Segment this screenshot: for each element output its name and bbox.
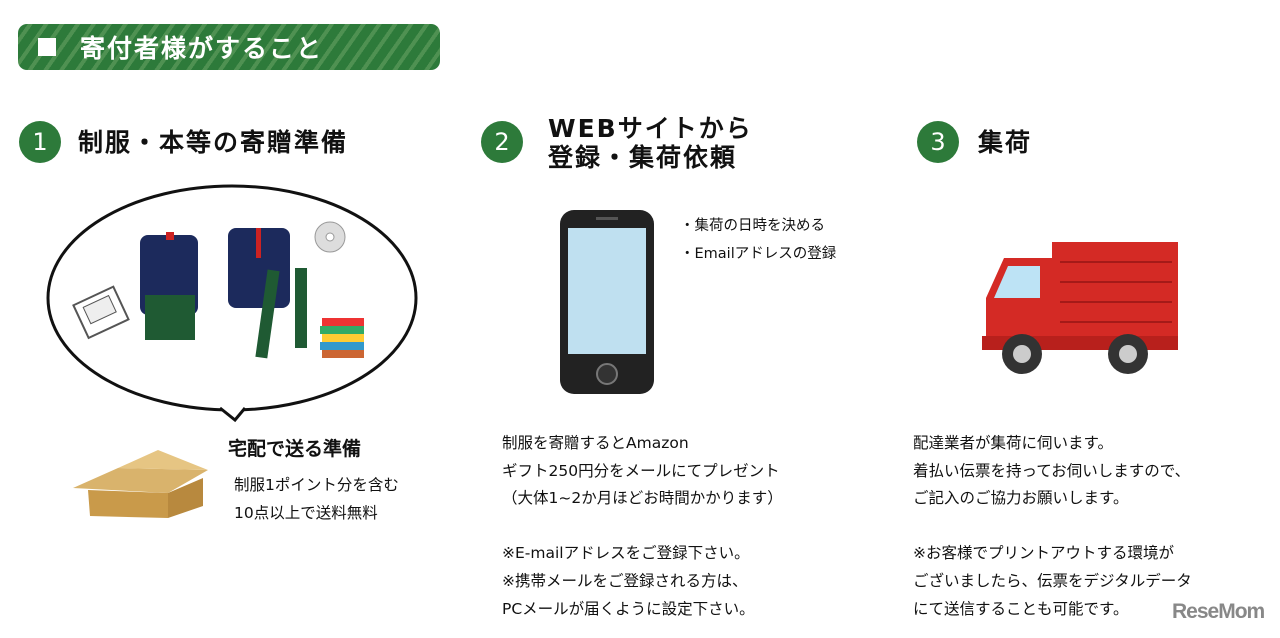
step-2-description: 制服を寄贈するとAmazon ギフト250円分をメールにてプレゼント （大体1~…: [502, 430, 783, 623]
text-line: ※E-mailアドレスをご登録下さい。: [502, 544, 750, 563]
text-line: ご記入のご協力お願いします。: [913, 489, 1129, 508]
step-3-number: 3: [917, 121, 959, 163]
resemom-watermark: ReseMom: [1172, 600, 1265, 623]
bullet-pickup-date: ・集荷の日時を決める: [680, 218, 825, 234]
text-line: 着払い伝票を持ってお伺いしますので、: [913, 461, 1191, 480]
text-line: ギフト250円分をメールにてプレゼント: [502, 461, 780, 480]
items-speech-bubble: [46, 184, 418, 423]
text-line: 配達業者が集荷に伺います。: [913, 434, 1113, 452]
text-line: にて送信することも可能です。: [913, 599, 1129, 618]
text-line: （大体1~2か月ほどお時間かかります）: [502, 489, 783, 508]
step-3-title: 集荷: [978, 128, 1033, 157]
smartphone-icon: [560, 210, 654, 394]
bullet-email-register: ・Emailアドレスの登録: [680, 246, 837, 262]
text-line: 制服を寄贈するとAmazon: [502, 434, 689, 452]
step-2-title-line-1: WEBサイトから: [548, 114, 753, 143]
game-console-icon: [72, 285, 130, 340]
text-line: ございましたら、伝票をデジタルデータ: [913, 571, 1192, 590]
text-line: ※お客様でプリントアウトする環境が: [913, 544, 1174, 563]
text-line: [913, 513, 1192, 541]
step-1-title: 制服・本等の寄贈準備: [78, 128, 349, 157]
text-line: [502, 513, 783, 541]
square-icon: [38, 38, 56, 56]
uniform-icon: [140, 232, 198, 340]
delivery-truck-icon: [982, 242, 1178, 374]
shipping-prep-title: 宅配で送る準備: [228, 438, 362, 460]
banner-title: 寄付者様がすること: [80, 34, 324, 63]
shipping-note-2: 10点以上で送料無料: [234, 504, 378, 522]
step-2-number: 2: [481, 121, 523, 163]
section-banner: 寄付者様がすること: [18, 24, 440, 70]
cardboard-box-icon: [73, 450, 208, 518]
text-line: PCメールが届くように設定下さい。: [502, 599, 755, 618]
books-icon: [320, 318, 364, 358]
step-2-title-line-2: 登録・集荷依頼: [548, 143, 738, 172]
step-3-description: 配達業者が集荷に伺います。 着払い伝票を持ってお伺いしますので、 ご記入のご協力…: [913, 430, 1192, 623]
uniform-icon: [228, 228, 307, 359]
step-1-number: 1: [19, 121, 61, 163]
shipping-note-1: 制服1ポイント分を含む: [234, 476, 399, 494]
text-line: ※携帯メールをご登録される方は、: [502, 571, 748, 590]
